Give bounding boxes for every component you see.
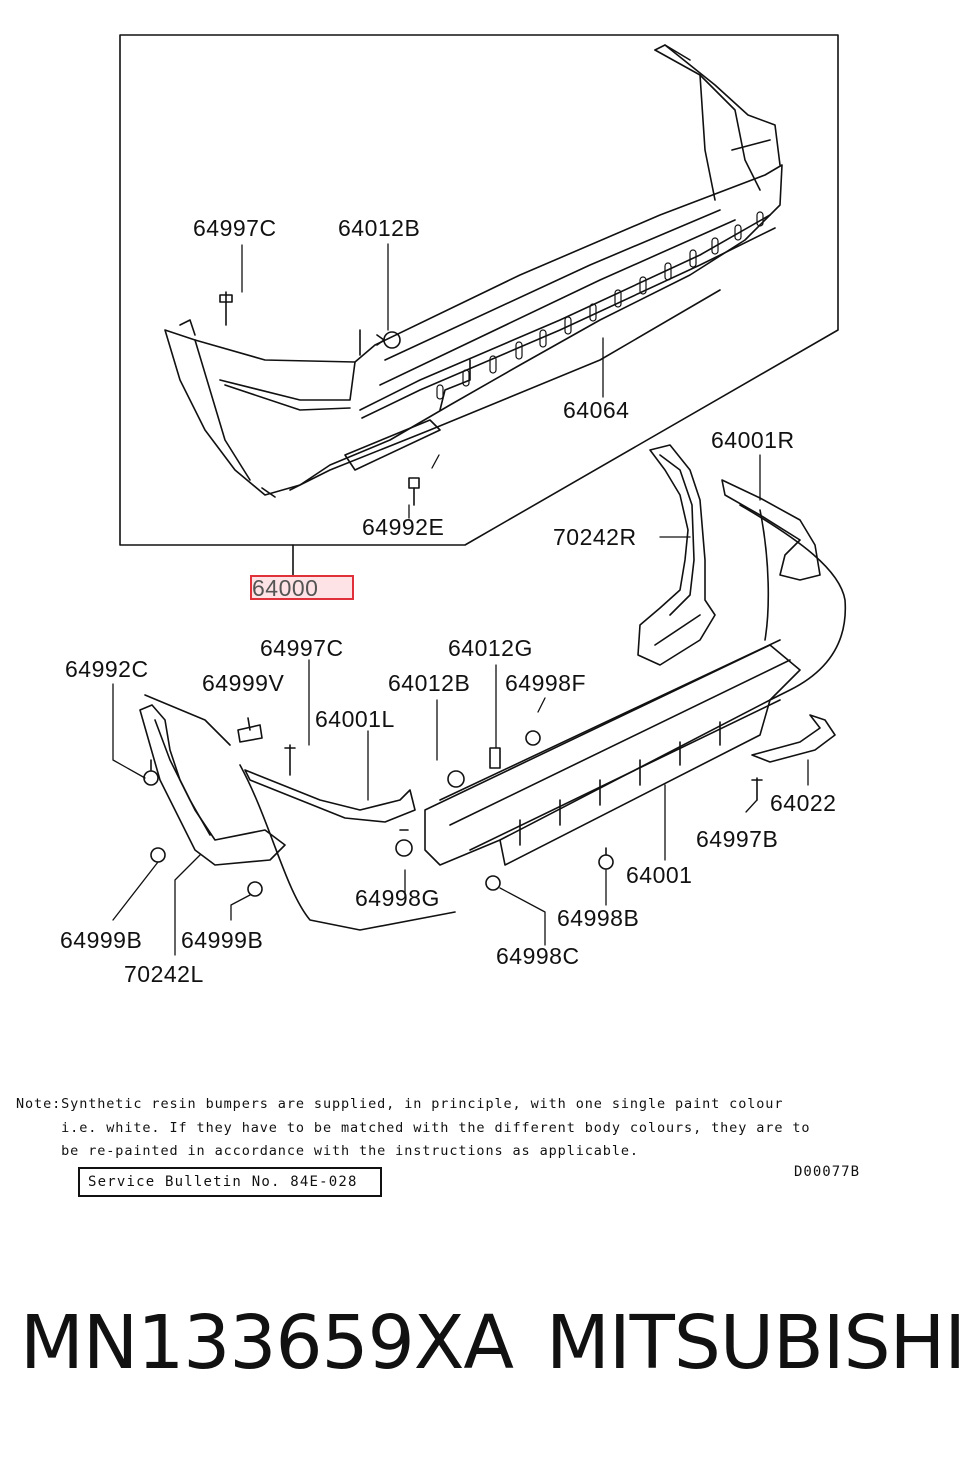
part-labels: 64997C 64012B 64064 64992E 64001R 70242R… [60, 215, 836, 987]
drawing-code: D00077B [794, 1164, 861, 1180]
paint-note: Note:Synthetic resin bumpers are supplie… [16, 1093, 810, 1164]
fastener-64997C-mid [284, 744, 296, 776]
label-64998F: 64998F [505, 670, 586, 696]
leader-lines [112, 243, 809, 956]
service-bulletin-box: Service Bulletin No. 84E-028 [78, 1167, 382, 1197]
label-64999V: 64999V [202, 670, 284, 696]
fastener-64998F [525, 730, 541, 746]
part-64022-drawing [751, 714, 836, 763]
label-70242R: 70242R [553, 524, 637, 550]
fastener-64998G [395, 829, 413, 857]
footer-part-number: MN133659XA [20, 1300, 514, 1386]
label-64997C-mid: 64997C [260, 635, 344, 661]
label-64997C-top: 64997C [193, 215, 277, 241]
fastener-64012G [489, 747, 501, 769]
label-64999B-left: 64999B [60, 927, 142, 953]
label-64998G: 64998G [355, 885, 440, 911]
fastener-64999B-a [150, 847, 166, 863]
label-64992E: 64992E [362, 514, 444, 540]
label-64012B-mid: 64012B [388, 670, 470, 696]
highlighted-part-label[interactable]: 64000 [252, 575, 319, 601]
left-side-cover-drawing [144, 694, 456, 931]
label-64001L: 64001L [315, 706, 395, 732]
label-64992C: 64992C [65, 656, 149, 682]
fastener-64997C-top [219, 291, 233, 326]
label-70242L: 70242L [124, 961, 204, 987]
fastener-64999B-b [247, 881, 263, 897]
under-panel-drawing [424, 504, 847, 866]
fastener-64999V [237, 717, 263, 743]
footer-brand: MITSUBISHI [546, 1300, 960, 1386]
bumper-cover-drawing [164, 44, 783, 498]
fastener-64997B [751, 777, 763, 801]
highlighted-part-box[interactable] [250, 575, 354, 600]
fastener-64998B [598, 847, 614, 870]
bracket-70242L-drawing [139, 704, 286, 866]
bumper-vent-slots [436, 211, 764, 400]
fastener-64992E [408, 477, 420, 506]
extension-64001R-drawing [721, 479, 821, 581]
label-64999B-right: 64999B [181, 927, 263, 953]
label-64022: 64022 [770, 790, 836, 816]
fastener-64012B-mid [447, 770, 465, 788]
bracket-70242R-drawing [637, 444, 716, 666]
label-64012G: 64012G [448, 635, 533, 661]
label-64064: 64064 [563, 397, 629, 423]
note-line-2: i.e. white. If they have to be matched w… [16, 1119, 811, 1136]
extension-64001L-drawing [244, 769, 416, 823]
label-64998C: 64998C [496, 943, 580, 969]
assembly-frame [119, 34, 839, 546]
fastener-64012B-top [376, 331, 401, 349]
label-64012B-top: 64012B [338, 215, 420, 241]
note-line-1: Note:Synthetic resin bumpers are supplie… [16, 1096, 784, 1112]
label-64001R: 64001R [711, 427, 795, 453]
label-64998B: 64998B [557, 905, 639, 931]
label-64997B: 64997B [696, 826, 778, 852]
fastener-64998C [485, 875, 501, 891]
label-64001: 64001 [626, 862, 692, 888]
footer-caption: MN133659XA MITSUBISHI [20, 1300, 960, 1386]
note-line-3: be re-painted in accordance with the ins… [16, 1143, 639, 1159]
